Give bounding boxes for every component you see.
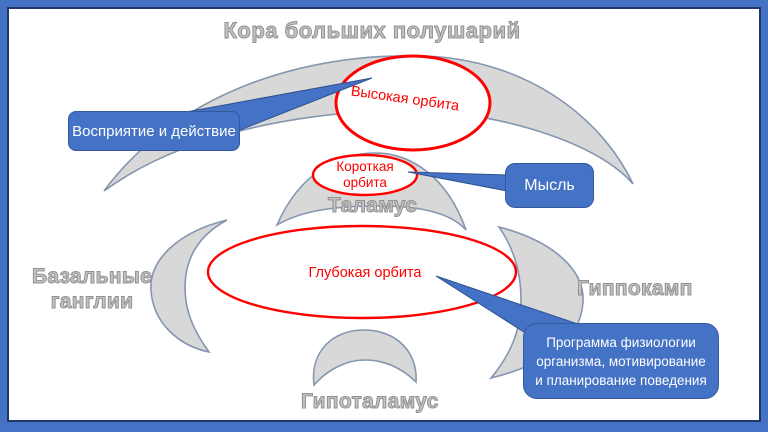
perception-callout: Восприятие и действие — [68, 111, 240, 151]
cortex-title: Кора больших полушарий — [223, 18, 521, 44]
program-callout-text: Программа физиологии организма, мотивиро… — [535, 334, 707, 388]
program-callout: Программа физиологии организма, мотивиро… — [523, 323, 719, 399]
thought-callout-text: Мысль — [524, 176, 575, 194]
basal-ganglia-label: Базальные ганглии — [31, 265, 153, 314]
short-orbit-label: Короткая орбита — [336, 159, 394, 190]
cortex-arc — [103, 54, 634, 192]
deep-orbit-label: Глубокая орбита — [308, 265, 422, 281]
short-orbit-ellipse — [311, 153, 419, 197]
perception-callout-text: Восприятие и действие — [72, 122, 236, 140]
basal-ganglia-crescent — [150, 219, 228, 354]
high-orbit-ellipse — [334, 54, 492, 152]
thought-callout: Мысль — [505, 163, 594, 208]
hippocampus-label: Гиппокамп — [577, 277, 693, 301]
hypothalamus-label: Гипоталамус — [301, 390, 439, 414]
hypothalamus-crescent — [312, 329, 417, 387]
thalamus-label: Таламус — [327, 194, 418, 218]
deep-orbit-ellipse — [206, 224, 518, 320]
